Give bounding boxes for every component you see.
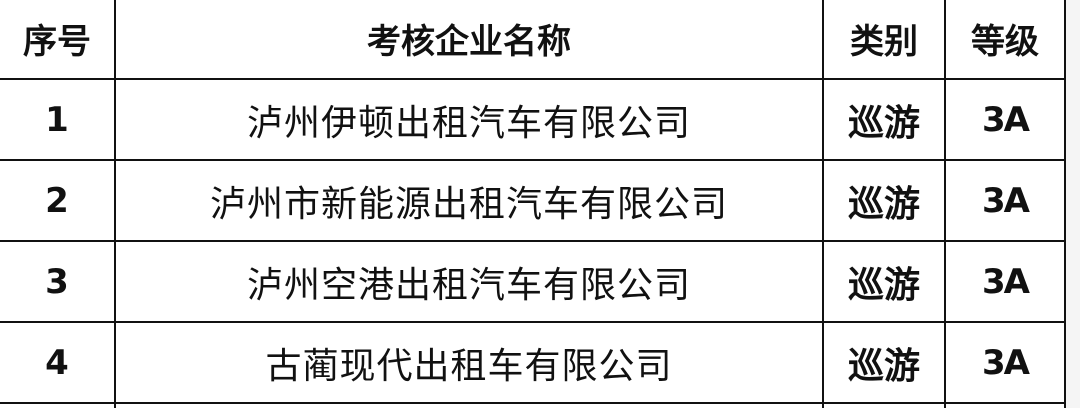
table-row: 4 古蔺现代出租车有限公司 巡游 3A <box>0 321 1066 404</box>
row-level: 3A <box>944 78 1066 161</box>
row-level: 3A <box>944 321 1066 404</box>
table-row: 2 泸州市新能源出租汽车有限公司 巡游 3A <box>0 159 1066 242</box>
table-header-row: 序号 考核企业名称 类别 等级 <box>0 0 1066 80</box>
cropped-cell <box>114 402 824 408</box>
row-serial-number: 1 <box>0 78 116 161</box>
row-level: 3A <box>944 159 1066 242</box>
row-level: 3A <box>944 240 1066 323</box>
cropped-cell <box>0 402 116 408</box>
row-company-name: 泸州空港出租汽车有限公司 <box>114 240 824 323</box>
table-row-cropped <box>0 402 1066 408</box>
row-serial-number: 2 <box>0 159 116 242</box>
row-company-name: 泸州伊顿出租汽车有限公司 <box>114 78 824 161</box>
row-category: 巡游 <box>822 240 946 323</box>
row-company-name: 泸州市新能源出租汽车有限公司 <box>114 159 824 242</box>
row-serial-number: 4 <box>0 321 116 404</box>
row-serial-number: 3 <box>0 240 116 323</box>
page-margin <box>1065 0 1080 408</box>
row-category: 巡游 <box>822 159 946 242</box>
table-row: 1 泸州伊顿出租汽车有限公司 巡游 3A <box>0 78 1066 161</box>
header-serial-number: 序号 <box>0 0 116 80</box>
header-category: 类别 <box>822 0 946 80</box>
row-company-name: 古蔺现代出租车有限公司 <box>114 321 824 404</box>
row-category: 巡游 <box>822 321 946 404</box>
cropped-cell <box>944 402 1066 408</box>
header-company-name: 考核企业名称 <box>114 0 824 80</box>
table-row: 3 泸州空港出租汽车有限公司 巡游 3A <box>0 240 1066 323</box>
cropped-cell <box>822 402 946 408</box>
row-category: 巡游 <box>822 78 946 161</box>
header-level: 等级 <box>944 0 1066 80</box>
